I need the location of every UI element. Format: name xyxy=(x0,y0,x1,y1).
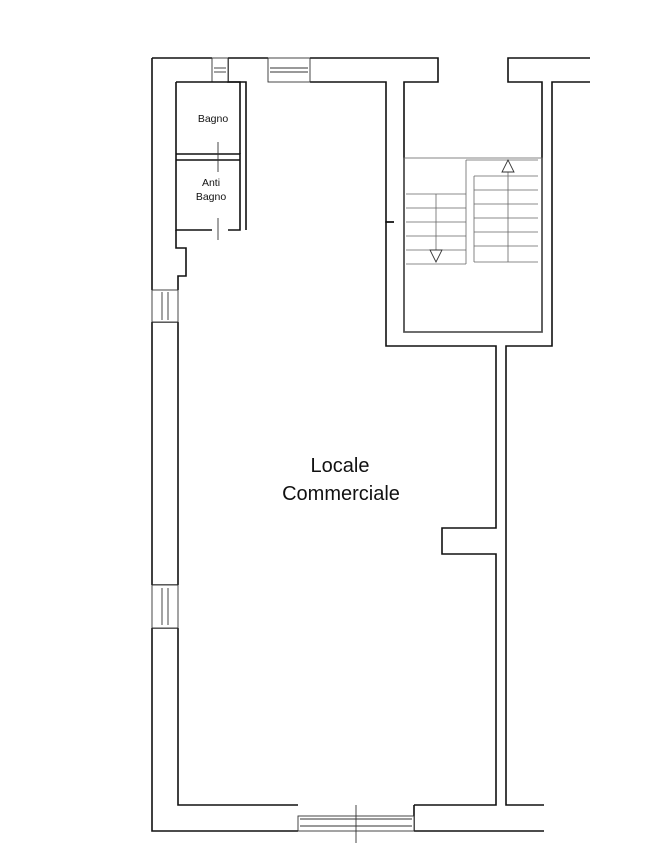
anti-bagno-label-line1: Anti xyxy=(202,177,220,189)
stair-down-arrow-icon xyxy=(429,249,443,264)
stair-up-arrow-icon xyxy=(501,158,515,173)
locale-commerciale-label-line2: Commerciale xyxy=(282,483,400,505)
north-wall xyxy=(227,57,590,832)
west-wall xyxy=(151,57,298,832)
bagno-label: Bagno xyxy=(198,113,229,125)
west-window-lower xyxy=(151,584,179,629)
locale-commerciale-label-line1: Locale xyxy=(311,455,370,477)
north-window-large xyxy=(267,57,311,83)
west-window-upper xyxy=(151,289,179,323)
north-window-small xyxy=(211,57,229,83)
anti-bagno-label-line2: Bagno xyxy=(196,191,227,203)
staircase xyxy=(403,157,543,333)
south-entrance-door xyxy=(297,805,415,843)
bathroom-walls xyxy=(175,81,241,240)
